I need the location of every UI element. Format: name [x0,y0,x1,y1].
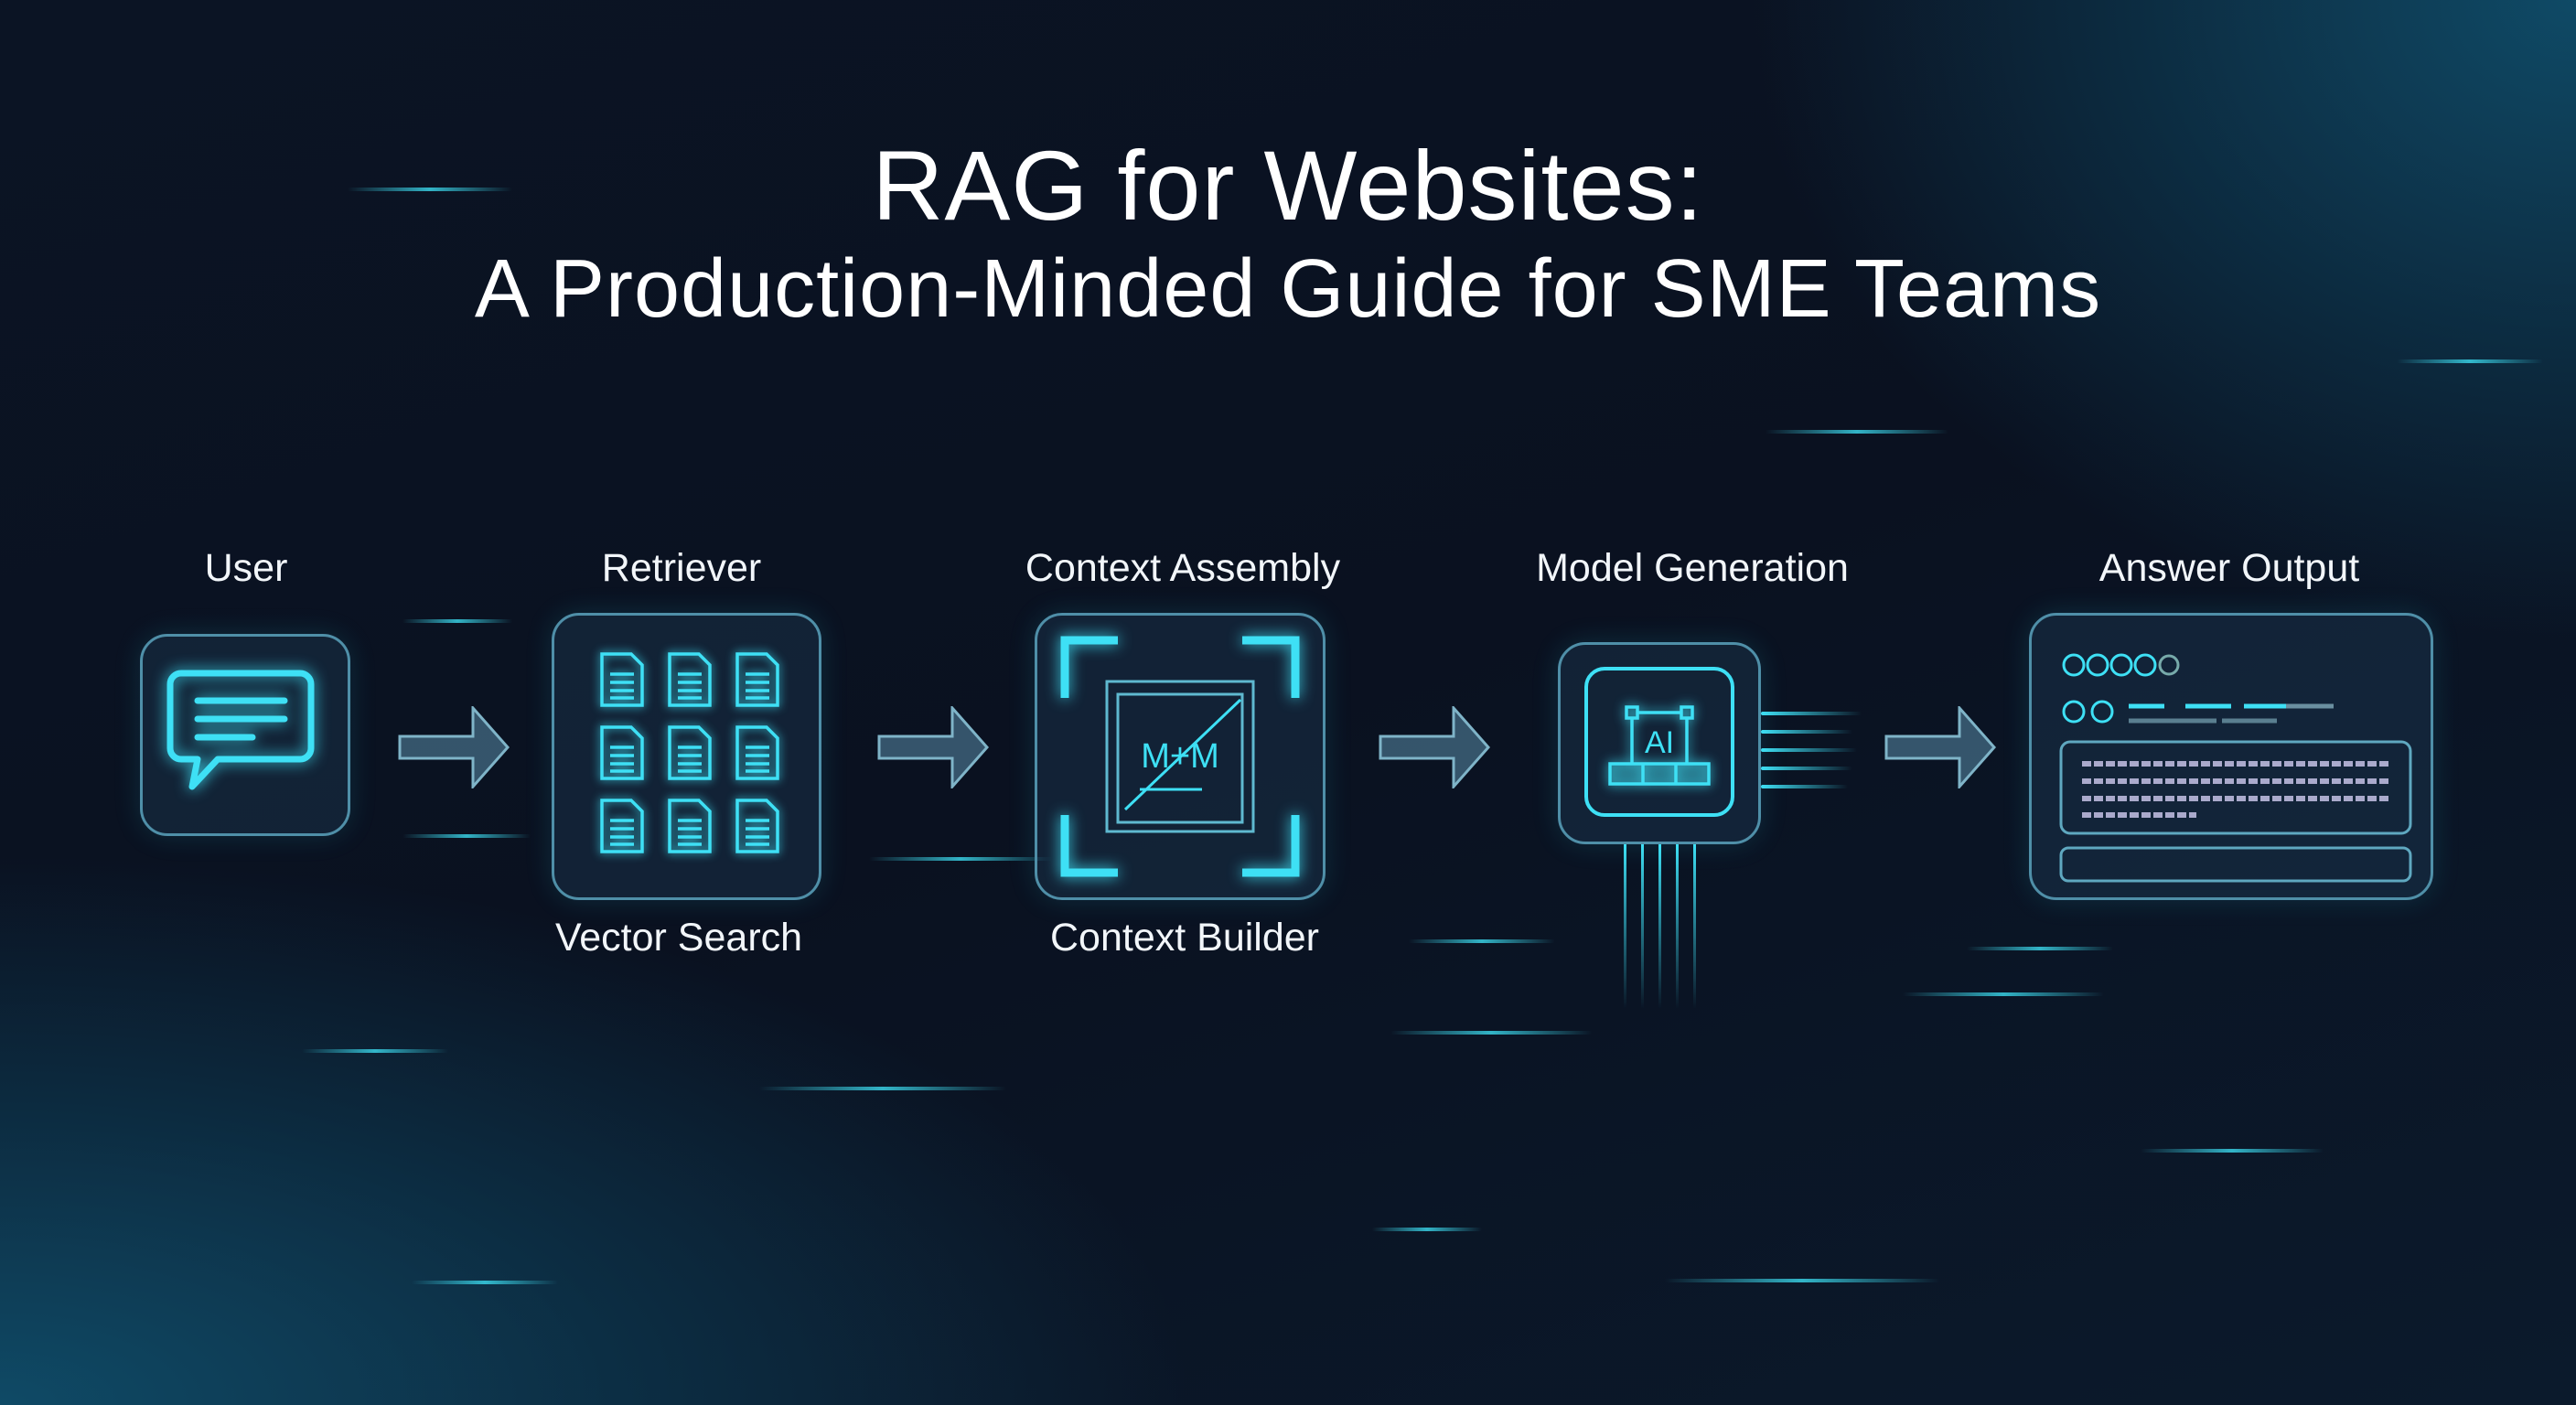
step-sublabel-context-builder: Context Builder [1050,916,1319,960]
step-label-context-assembly: Context Assembly [1025,546,1341,590]
step-label-answer-output: Answer Output [2098,546,2360,590]
step-label-retriever: Retriever [601,546,762,590]
step-label-user: User [204,546,288,590]
title-line-1: RAG for Websites: [872,130,1704,241]
chat-bubble-icon [166,670,315,790]
arrow-right-icon [398,706,510,788]
retriever-node [552,613,821,900]
context-frame-icon: M+M [1060,636,1300,877]
arrow-right-icon [877,706,989,788]
answer-output-node [2029,613,2433,900]
answer-panel-icon [2059,653,2412,883]
user-node [140,634,350,836]
title-line-2: A Production-Minded Guide for SME Teams [474,243,2102,335]
documents-grid-icon [600,652,779,853]
context-assembly-node: M+M [1035,613,1326,900]
arrow-right-icon [1379,706,1490,788]
ai-badge: AI [1645,725,1674,760]
model-generation-node: AI [1558,642,1761,844]
context-badge: M+M [1141,737,1219,776]
arrow-right-icon [1884,706,1996,788]
step-sublabel-vector-search: Vector Search [554,916,803,960]
step-label-model-generation: Model Generation [1536,546,1849,590]
ai-chip-icon: AI [1584,667,1734,817]
